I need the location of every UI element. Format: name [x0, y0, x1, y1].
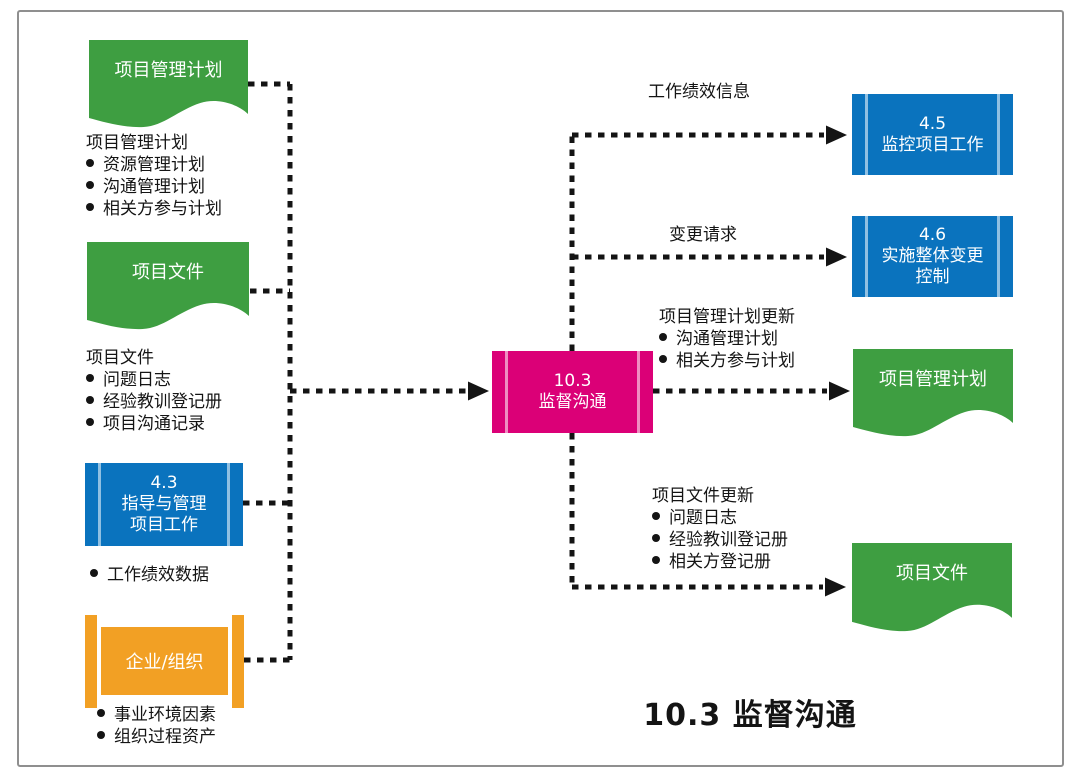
process-name-line: 指导与管理 [121, 494, 207, 514]
list-item-text: 事业环境因素 [114, 705, 216, 725]
edge-label-work-performance-info: 工作绩效信息 [648, 82, 750, 102]
list-pmp-updates: 项目管理计划更新 沟通管理计划 相关方参与计划 [659, 306, 795, 372]
bullet-icon [659, 355, 667, 363]
list-item-text: 组织过程资产 [114, 727, 216, 747]
list-title: 项目文件更新 [652, 486, 754, 506]
bullet-icon [659, 333, 667, 341]
list-item-text: 经验教训登记册 [669, 530, 788, 550]
box-accent-line [637, 351, 640, 433]
list-item-text: 沟通管理计划 [103, 177, 205, 197]
ibeam-right-bar [232, 615, 244, 708]
node-label: 企业/组织 [101, 627, 228, 695]
bullet-icon [90, 569, 98, 577]
document-wave-shape [852, 543, 1012, 632]
process-number: 10.3 [553, 371, 592, 391]
bullet-icon [652, 534, 660, 542]
arrowhead-to-45 [826, 125, 847, 145]
node-4-6-perform-integrated-change-control: 4.6 实施整体变更 控制 [852, 216, 1013, 297]
list-project-document-updates: 项目文件更新 问题日志 经验教训登记册 相关方登记册 [652, 485, 788, 573]
list-item-text: 项目沟通记录 [103, 414, 205, 434]
list-item-text: 经验教训登记册 [103, 392, 222, 412]
list-item-text: 相关方参与计划 [676, 351, 795, 371]
box-accent-line [997, 94, 1000, 175]
node-label: 项目管理计划 [879, 369, 987, 390]
list-item: 项目沟通记录 [86, 413, 222, 435]
process-number: 4.5 [918, 113, 947, 134]
list-project-management-plan-inputs: 项目管理计划 资源管理计划 沟通管理计划 相关方参与计划 [86, 132, 222, 220]
bullet-icon [86, 203, 94, 211]
list-item: 问题日志 [652, 507, 788, 529]
list-item-text: 沟通管理计划 [676, 329, 778, 349]
box-accent-line [997, 216, 1000, 297]
node-project-management-plan-input: 项目管理计划 [89, 40, 248, 128]
list-item: 相关方参与计划 [659, 350, 795, 372]
list-title: 项目文件 [86, 348, 154, 368]
list-item: 经验教训登记册 [86, 391, 222, 413]
process-name-line: 项目工作 [130, 515, 198, 535]
list-item: 沟通管理计划 [86, 176, 222, 198]
process-name-line: 监督沟通 [538, 392, 607, 412]
node-project-documents-input: 项目文件 [87, 242, 249, 330]
box-accent-line [98, 463, 101, 546]
arrowhead-to-docs-right [825, 577, 846, 597]
process-name-line: 实施整体变更 [881, 246, 984, 266]
node-label: 项目文件 [132, 262, 204, 283]
node-project-management-plan-output: 项目管理计划 [853, 349, 1013, 437]
bullet-icon [652, 512, 660, 520]
bullet-icon [86, 374, 94, 382]
ibeam-left-bar [85, 615, 97, 708]
list-item-text: 问题日志 [103, 370, 171, 390]
bullet-icon [652, 556, 660, 564]
list-title: 项目管理计划 [86, 133, 188, 153]
list-enterprise-inputs: 事业环境因素 组织过程资产 [97, 704, 216, 748]
arrowhead-into-process [468, 381, 489, 401]
list-work-performance-data: 工作绩效数据 [90, 564, 209, 586]
box-accent-line [505, 351, 508, 433]
node-project-documents-output: 项目文件 [852, 543, 1012, 632]
document-wave-shape [853, 349, 1013, 437]
list-item: 相关方参与计划 [86, 198, 222, 220]
node-4-5-monitor-project-work: 4.5 监控项目工作 [852, 94, 1013, 175]
list-item: 事业环境因素 [97, 704, 216, 726]
document-wave-shape [89, 40, 248, 128]
arrowhead-to-pmp-right [829, 381, 850, 401]
document-wave-shape [87, 242, 249, 330]
process-number: 4.6 [918, 225, 947, 245]
node-enterprise-organization: 企业/组织 [85, 615, 244, 708]
list-item: 资源管理计划 [86, 154, 222, 176]
list-item: 经验教训登记册 [652, 529, 788, 551]
bullet-icon [86, 181, 94, 189]
arrowhead-to-46 [826, 247, 847, 267]
box-accent-line [227, 463, 230, 546]
node-4-3-direct-and-manage-project-work: 4.3 指导与管理 项目工作 [85, 463, 243, 546]
bullet-icon [97, 731, 105, 739]
diagram-title: 10.3 监督沟通 [643, 698, 857, 733]
node-label: 项目管理计划 [114, 60, 223, 81]
bullet-icon [97, 709, 105, 717]
bullet-icon [86, 418, 94, 426]
bullet-icon [86, 396, 94, 404]
list-item: 沟通管理计划 [659, 328, 795, 350]
process-number: 4.3 [150, 473, 178, 493]
process-name-line: 监控项目工作 [881, 134, 984, 155]
list-item-text: 工作绩效数据 [107, 565, 209, 585]
list-item-text: 相关方参与计划 [103, 199, 222, 219]
list-item: 相关方登记册 [652, 551, 788, 573]
node-10-3-monitor-communications: 10.3 监督沟通 [492, 351, 653, 433]
list-item-text: 问题日志 [669, 508, 737, 528]
list-title: 项目管理计划更新 [659, 307, 795, 327]
list-item-text: 相关方登记册 [669, 552, 771, 572]
box-accent-line [865, 94, 868, 175]
bullet-icon [86, 159, 94, 167]
process-name-line: 控制 [915, 267, 950, 287]
node-label: 项目文件 [896, 563, 968, 584]
list-item: 组织过程资产 [97, 726, 216, 748]
list-item: 问题日志 [86, 369, 222, 391]
box-accent-line [865, 216, 868, 297]
edge-label-change-requests: 变更请求 [669, 225, 737, 245]
list-item-text: 资源管理计划 [103, 155, 205, 175]
list-item: 工作绩效数据 [90, 564, 209, 586]
list-project-documents-inputs: 项目文件 问题日志 经验教训登记册 项目沟通记录 [86, 347, 222, 435]
